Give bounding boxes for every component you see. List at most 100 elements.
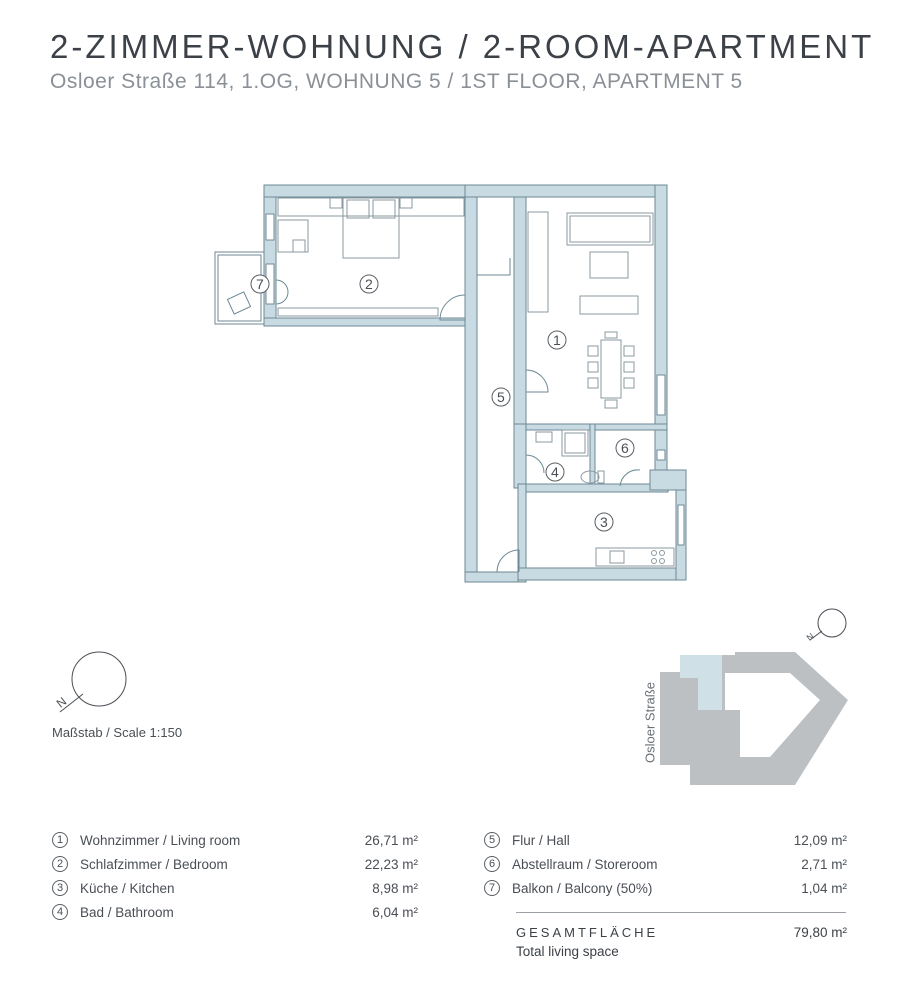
- tv-board: [579, 295, 639, 315]
- room-marker-3: [594, 512, 614, 532]
- room-marker-4: [545, 462, 565, 482]
- wall: [464, 184, 666, 198]
- total-label: GESAMTFLÄCHE: [516, 925, 659, 940]
- room-number: 6: [484, 856, 500, 872]
- plan-label-4: 4: [551, 464, 559, 480]
- door: [477, 258, 511, 276]
- shower: [561, 429, 589, 457]
- wall: [464, 184, 478, 581]
- chair: [623, 377, 635, 389]
- hob: [651, 558, 657, 564]
- sink: [609, 550, 625, 564]
- room-number: 5: [484, 832, 500, 848]
- street-label: Osloer Straße: [642, 682, 658, 763]
- north-arrow-small: [817, 608, 847, 638]
- wall: [263, 184, 470, 198]
- lounge-chair: [226, 291, 252, 315]
- shower-inner: [564, 432, 586, 454]
- room-name: Wohnzimmer / Living room: [80, 832, 241, 848]
- wardrobe: [277, 197, 465, 217]
- wall: [263, 317, 470, 327]
- apartment-highlight: [680, 655, 722, 710]
- room-name: Balkon / Balcony (50%): [512, 880, 653, 896]
- window: [656, 449, 666, 461]
- chair: [587, 361, 599, 373]
- chair: [604, 399, 618, 409]
- nightstand: [329, 197, 343, 209]
- room-number: 3: [52, 880, 68, 896]
- room-name: Schlafzimmer / Bedroom: [80, 856, 228, 872]
- window: [265, 213, 275, 241]
- door: [525, 369, 549, 393]
- bed: [342, 197, 400, 259]
- toilet-tank: [597, 470, 605, 484]
- plan-label-3: 3: [600, 514, 608, 530]
- room-name: Abstellraum / Storeroom: [512, 856, 658, 872]
- chair: [623, 345, 635, 357]
- room-area: 1,04 m²: [801, 880, 847, 896]
- page-subtitle: Osloer Straße 114, 1.OG, WOHNUNG 5 / 1ST…: [50, 70, 743, 93]
- sink: [535, 431, 553, 443]
- list-item: 6 Abstellraum / Storeroom 2,71 m²: [484, 854, 847, 874]
- door: [619, 469, 641, 487]
- room-list-left: 1 Wohnzimmer / Living room 26,71 m² 2 Sc…: [52, 830, 418, 926]
- site-plan: [660, 652, 848, 785]
- chair: [623, 361, 635, 373]
- room-name: Flur / Hall: [512, 832, 570, 848]
- list-item: 1 Wohnzimmer / Living room 26,71 m²: [52, 830, 418, 850]
- list-item: 5 Flur / Hall 12,09 m²: [484, 830, 847, 850]
- kitchen-counter: [527, 211, 549, 313]
- room-marker-2: [359, 274, 379, 294]
- wall: [464, 571, 521, 583]
- divider: [516, 912, 846, 913]
- room-marker-7: [250, 274, 270, 294]
- sofa: [566, 212, 654, 246]
- window: [656, 374, 666, 416]
- coffee-table: [589, 251, 629, 279]
- room-name: Bad / Bathroom: [80, 904, 174, 920]
- wall: [517, 483, 669, 493]
- wall: [589, 423, 596, 487]
- sofa-back: [569, 215, 651, 243]
- courtyard: [725, 673, 820, 757]
- total-sublabel: Total living space: [516, 944, 619, 959]
- room-marker-1: [547, 330, 567, 350]
- scale-label: Maßstab / Scale 1:150: [52, 725, 183, 740]
- plan-label-7: 7: [256, 276, 264, 292]
- hob: [659, 550, 665, 556]
- page-title: 2-ZIMMER-WOHNUNG / 2-ROOM-APARTMENT: [50, 28, 875, 65]
- list-item: 4 Bad / Bathroom 6,04 m²: [52, 902, 418, 922]
- room-number: 4: [52, 904, 68, 920]
- room-area: 22,23 m²: [364, 856, 418, 872]
- list-item: 2 Schlafzimmer / Bedroom 22,23 m²: [52, 854, 418, 874]
- room-marker-6: [615, 438, 635, 458]
- wall: [513, 423, 527, 489]
- north-label: N: [54, 694, 69, 710]
- total-value: 79,80 m²: [793, 925, 847, 940]
- door: [275, 279, 289, 293]
- hob: [651, 550, 657, 556]
- room-area: 2,71 m²: [801, 856, 847, 872]
- toilet: [580, 470, 600, 484]
- room-area: 12,09 m²: [793, 832, 847, 848]
- chair: [292, 239, 306, 253]
- north-arrow-large: [71, 651, 127, 707]
- chair: [587, 377, 599, 389]
- plan-label-2: 2: [365, 276, 373, 292]
- room-number: 1: [52, 832, 68, 848]
- door: [275, 291, 289, 305]
- kitchen-row: [595, 547, 675, 567]
- dining-table: [600, 339, 622, 399]
- window: [677, 504, 685, 546]
- plan-label-5: 5: [497, 389, 505, 405]
- room-area: 8,98 m²: [372, 880, 418, 896]
- door: [525, 454, 545, 474]
- wall: [517, 483, 527, 583]
- chair: [604, 331, 618, 339]
- pillow: [372, 199, 396, 219]
- list-item: 3 Küche / Kitchen 8,98 m²: [52, 878, 418, 898]
- door: [439, 294, 466, 321]
- room-marker-5: [491, 387, 511, 407]
- nightstand: [399, 197, 413, 209]
